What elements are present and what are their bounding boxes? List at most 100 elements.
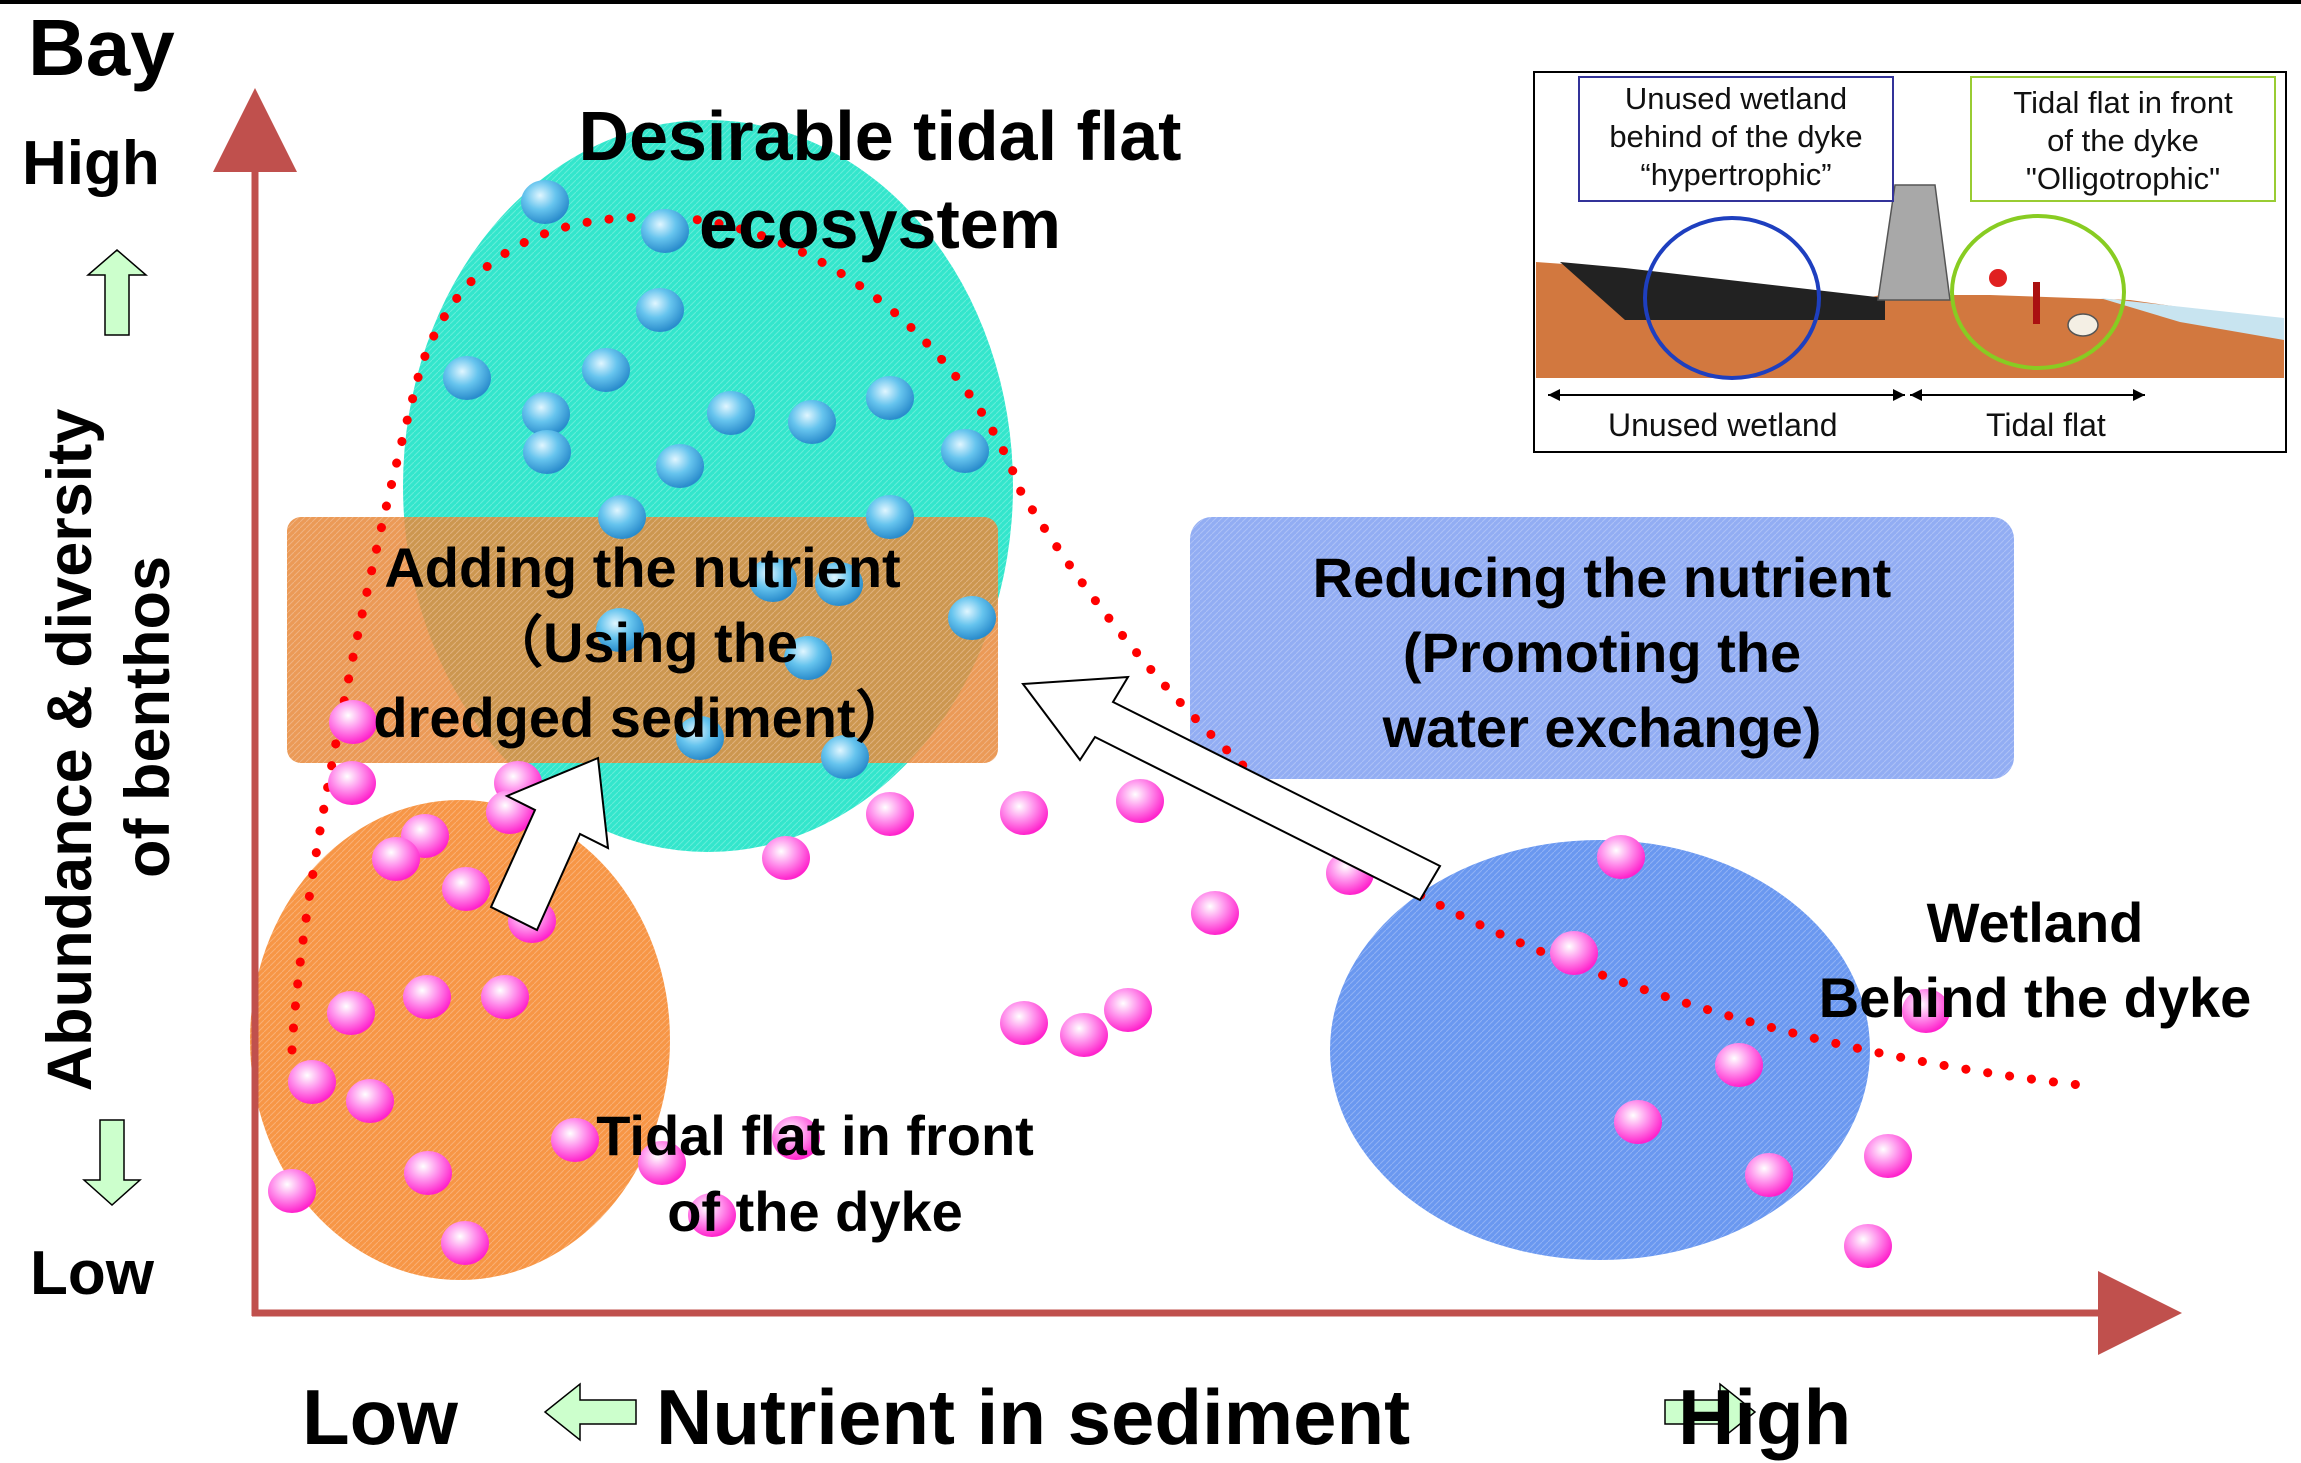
- tidal-flat-label: Tidal flat in front of the dyke: [515, 1098, 1115, 1250]
- benthos-marker-pink: [481, 975, 529, 1019]
- benthos-marker-blue: [815, 562, 863, 606]
- adding-line2: （Using the: [486, 611, 799, 674]
- inset-unused-line2: behind of the dyke: [1609, 119, 1863, 154]
- benthos-marker-blue: [866, 376, 914, 420]
- benthos-marker-pink: [1104, 988, 1152, 1032]
- benthos-marker-pink: [1597, 835, 1645, 879]
- benthos-marker-pink: [1060, 1013, 1108, 1057]
- left-arrow-icon: [543, 1382, 637, 1442]
- benthos-marker-pink: [1614, 1100, 1662, 1144]
- inset-bottom-left-label: Unused wetland: [1608, 407, 1838, 443]
- benthos-marker-pink: [1550, 931, 1598, 975]
- inset-bottom-right-label: Tidal flat: [1986, 407, 2106, 443]
- benthos-marker-blue: [707, 391, 755, 435]
- wetland-line2: Behind the dyke: [1818, 966, 2252, 1029]
- benthos-marker-pink: [1000, 1001, 1048, 1045]
- reducing-line3: water exchange): [1382, 696, 1822, 759]
- inset-tidal-text: Tidal flat in front of the dyke "Olligot…: [1971, 84, 2275, 198]
- benthos-marker-pink: [327, 991, 375, 1035]
- inset-figure: [1533, 71, 2287, 453]
- inset-dyke: [1877, 184, 1951, 301]
- benthos-marker-blue: [749, 558, 797, 602]
- desirable-label-line1: Desirable tidal flat: [578, 97, 1182, 175]
- inset-unused-line3: “hypertrophic”: [1640, 157, 1832, 192]
- benthos-marker-blue: [948, 596, 996, 640]
- benthos-marker-blue: [941, 429, 989, 473]
- benthos-marker-pink: [328, 761, 376, 805]
- desirable-label-line2: ecosystem: [699, 185, 1061, 263]
- desirable-label: Desirable tidal flat ecosystem: [330, 92, 1430, 268]
- benthos-marker-pink: [1745, 1153, 1793, 1197]
- adding-arrow: [489, 756, 610, 932]
- benthos-marker-pink: [372, 837, 420, 881]
- inset-hypertrophic-circle: [1643, 216, 1821, 380]
- x-axis-high-label: High: [1678, 1373, 1852, 1461]
- inset-sea-water: [2100, 298, 2284, 340]
- inset-wetland-water: [1560, 262, 1885, 320]
- inset-unused-line1: Unused wetland: [1624, 81, 1848, 116]
- x-axis-low-label: Low: [302, 1373, 458, 1461]
- tidal-flat-line2: of the dyke: [667, 1180, 963, 1243]
- benthos-marker-pink: [1864, 1134, 1912, 1178]
- y-axis-high-label: High: [22, 129, 160, 198]
- wetland-line1: Wetland: [1926, 891, 2144, 954]
- y-axis-title-line1: Abundance & diversity: [35, 408, 105, 1092]
- y-axis-low-label: Low: [30, 1239, 154, 1308]
- benthos-marker-blue: [522, 392, 570, 436]
- inset-oligotrophic-circle: [1950, 214, 2126, 370]
- x-axis-title: Nutrient in sediment: [656, 1373, 1411, 1461]
- benthos-marker-pink: [441, 1221, 489, 1265]
- benthos-marker-pink: [329, 700, 377, 744]
- benthos-marker-pink: [404, 1151, 452, 1195]
- inset-unused-box: [1578, 76, 1894, 202]
- top-border: [0, 0, 2301, 4]
- benthos-marker-pink: [772, 1116, 820, 1160]
- benthos-marker-blue: [866, 495, 914, 539]
- corner-label: Bay: [28, 3, 175, 92]
- right-arrow-icon: [1664, 1382, 1757, 1442]
- benthos-marker-blue: [676, 716, 724, 760]
- benthos-marker-pink: [762, 836, 810, 880]
- benthos-marker-pink: [288, 1060, 336, 1104]
- benthos-marker-pink: [1715, 1043, 1763, 1087]
- benthos-marker-pink: [346, 1079, 394, 1123]
- benthos-marker-blue: [582, 348, 630, 392]
- up-arrow-icon: [85, 249, 149, 336]
- benthos-marker-pink: [1844, 1224, 1892, 1268]
- shell-icon: [2067, 313, 2099, 337]
- benthos-marker-blue: [443, 356, 491, 400]
- benthos-marker-blue: [788, 400, 836, 444]
- reducing-arrow: [1021, 675, 1442, 902]
- wetland-label: Wetland Behind the dyke: [1770, 885, 2300, 1035]
- benthos-marker-pink: [1902, 989, 1950, 1033]
- benthos-marker-pink: [688, 1193, 736, 1237]
- benthos-marker-blue: [656, 444, 704, 488]
- benthos-marker-blue: [596, 608, 644, 652]
- benthos-marker-blue: [598, 495, 646, 539]
- benthos-markers: [268, 180, 1950, 1268]
- benthos-marker-blue: [636, 288, 684, 332]
- crab-icon: [1989, 269, 2007, 287]
- y-axis-title-line2: of benthos: [113, 556, 183, 878]
- adding-line3: dredged sediment）: [373, 686, 912, 749]
- benthos-marker-blue: [523, 430, 571, 474]
- inset-tidal-line2: of the dyke: [2047, 123, 2199, 158]
- inset-unused-text: Unused wetland behind of the dyke “hyper…: [1579, 80, 1893, 194]
- benthos-marker-pink: [1000, 791, 1048, 835]
- benthos-marker-pink: [268, 1169, 316, 1213]
- reducing-nutrient-label: Reducing the nutrient (Promoting the wat…: [1190, 540, 2014, 765]
- benthos-marker-pink: [1116, 779, 1164, 823]
- down-arrow-icon: [82, 1119, 142, 1207]
- benthos-marker-pink: [638, 1141, 686, 1185]
- adding-line1: Adding the nutrient: [384, 536, 901, 599]
- worm-icon: [2033, 282, 2040, 324]
- inset-tidal-line1: Tidal flat in front: [2013, 85, 2233, 120]
- inset-tidal-box: [1970, 76, 2276, 202]
- tidal-flat-line1: Tidal flat in front: [596, 1104, 1034, 1167]
- reducing-line2: (Promoting the: [1402, 621, 1802, 684]
- benthos-marker-blue: [521, 180, 569, 224]
- benthos-marker-blue: [641, 209, 689, 253]
- benthos-marker-pink: [442, 867, 490, 911]
- benthos-marker-blue: [784, 636, 832, 680]
